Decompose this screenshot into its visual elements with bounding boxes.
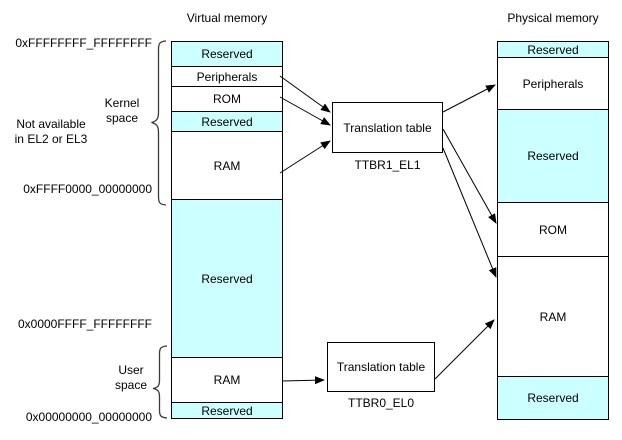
arrow-ttbr1-to-pm-rom <box>442 128 497 224</box>
arrow-ttbr0-to-pm-ram <box>434 319 495 380</box>
kernel-space-label-line2: space <box>105 111 139 125</box>
ttbr0-register-label: TTBR0_EL0 <box>347 396 415 410</box>
pm-segment-rom: ROM <box>498 203 608 257</box>
vm-segment-reserved-top: Reserved <box>172 42 282 67</box>
physical-memory-title: Physical memory <box>507 11 599 25</box>
ttbr1-register-label: TTBR1_EL1 <box>354 158 421 172</box>
arrow-ttbr1-to-pm-peripherals <box>442 84 496 113</box>
pm-segment-ram: RAM <box>498 257 608 377</box>
kernel-space-label-line1: Kernel <box>104 96 140 110</box>
arrow-vm-user-ram-to-ttbr0 <box>281 376 325 385</box>
physical-memory-column: Reserved Peripherals Reserved ROM RAM Re… <box>497 41 609 420</box>
translation-table-ttbr0: Translation table <box>327 342 435 392</box>
not-available-label-line1: Not available <box>16 117 86 131</box>
user-space-label-line2: space <box>114 378 148 392</box>
arrow-vm-rom-to-ttbr1 <box>279 96 331 126</box>
virtual-memory-title: Virtual memory <box>186 11 268 25</box>
vm-segment-ram-kernel: RAM <box>172 132 282 200</box>
not-available-label: Not available in EL2 or EL3 <box>5 117 97 147</box>
arrow-vm-peripherals-to-ttbr1 <box>279 75 331 113</box>
arrow-ttbr1-to-pm-ram <box>442 147 497 278</box>
vm-segment-peripherals: Peripherals <box>172 67 282 87</box>
vm-segment-reserved-middle: Reserved <box>172 200 282 358</box>
kernel-space-brace <box>151 40 167 206</box>
address-label-virtual-top: 0xFFFFFFFF_FFFFFFFF <box>15 36 152 50</box>
arrow-vm-ram-to-ttbr1 <box>279 140 331 174</box>
pm-segment-peripherals: Peripherals <box>498 58 608 110</box>
vm-segment-ram-user: RAM <box>172 358 282 403</box>
kernel-space-label: Kernel space <box>92 96 152 126</box>
virtual-memory-column: Reserved Peripherals ROM Reserved RAM Re… <box>171 41 283 419</box>
vm-segment-reserved-bottom: Reserved <box>172 403 282 418</box>
address-label-user-top: 0x0000FFFF_FFFFFFFF <box>17 317 152 331</box>
address-label-virtual-bottom: 0x00000000_00000000 <box>25 410 152 424</box>
pm-segment-reserved-top: Reserved <box>498 42 608 58</box>
translation-table-ttbr1: Translation table <box>332 102 443 153</box>
vm-segment-reserved-kernel: Reserved <box>172 112 282 132</box>
pm-segment-reserved-bottom: Reserved <box>498 377 608 419</box>
address-label-kernel-bottom: 0xFFFF0000_00000000 <box>23 182 152 196</box>
pm-segment-reserved-middle: Reserved <box>498 110 608 203</box>
not-available-label-line2: in EL2 or EL3 <box>14 132 88 146</box>
vm-segment-rom: ROM <box>172 87 282 112</box>
user-space-label: User space <box>101 363 161 393</box>
user-space-label-line1: User <box>118 363 144 377</box>
